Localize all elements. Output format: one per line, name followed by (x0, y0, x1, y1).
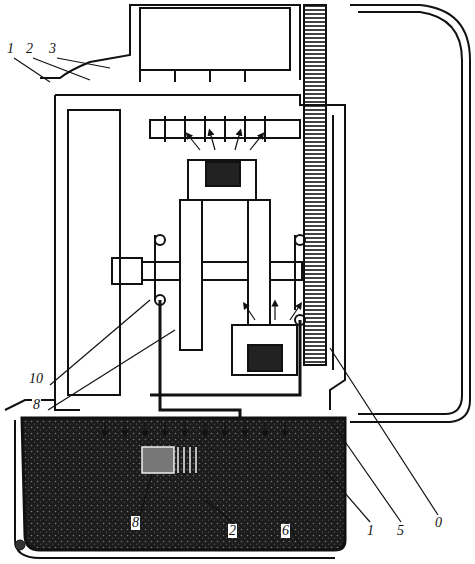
callout-number: 1 (6, 42, 15, 56)
callout-number: 6 (281, 524, 290, 538)
callout-number: 0 (434, 516, 443, 530)
callout-number: 1 (366, 524, 375, 538)
callout-number: 5 (396, 524, 405, 538)
callout-number: 10 (28, 372, 44, 386)
callout-number: 2 (228, 524, 237, 538)
callout-number: 8 (32, 398, 41, 412)
callout-number: 8 (131, 516, 140, 530)
callout-number: 2 (25, 42, 34, 56)
callout-number: 3 (48, 42, 57, 56)
